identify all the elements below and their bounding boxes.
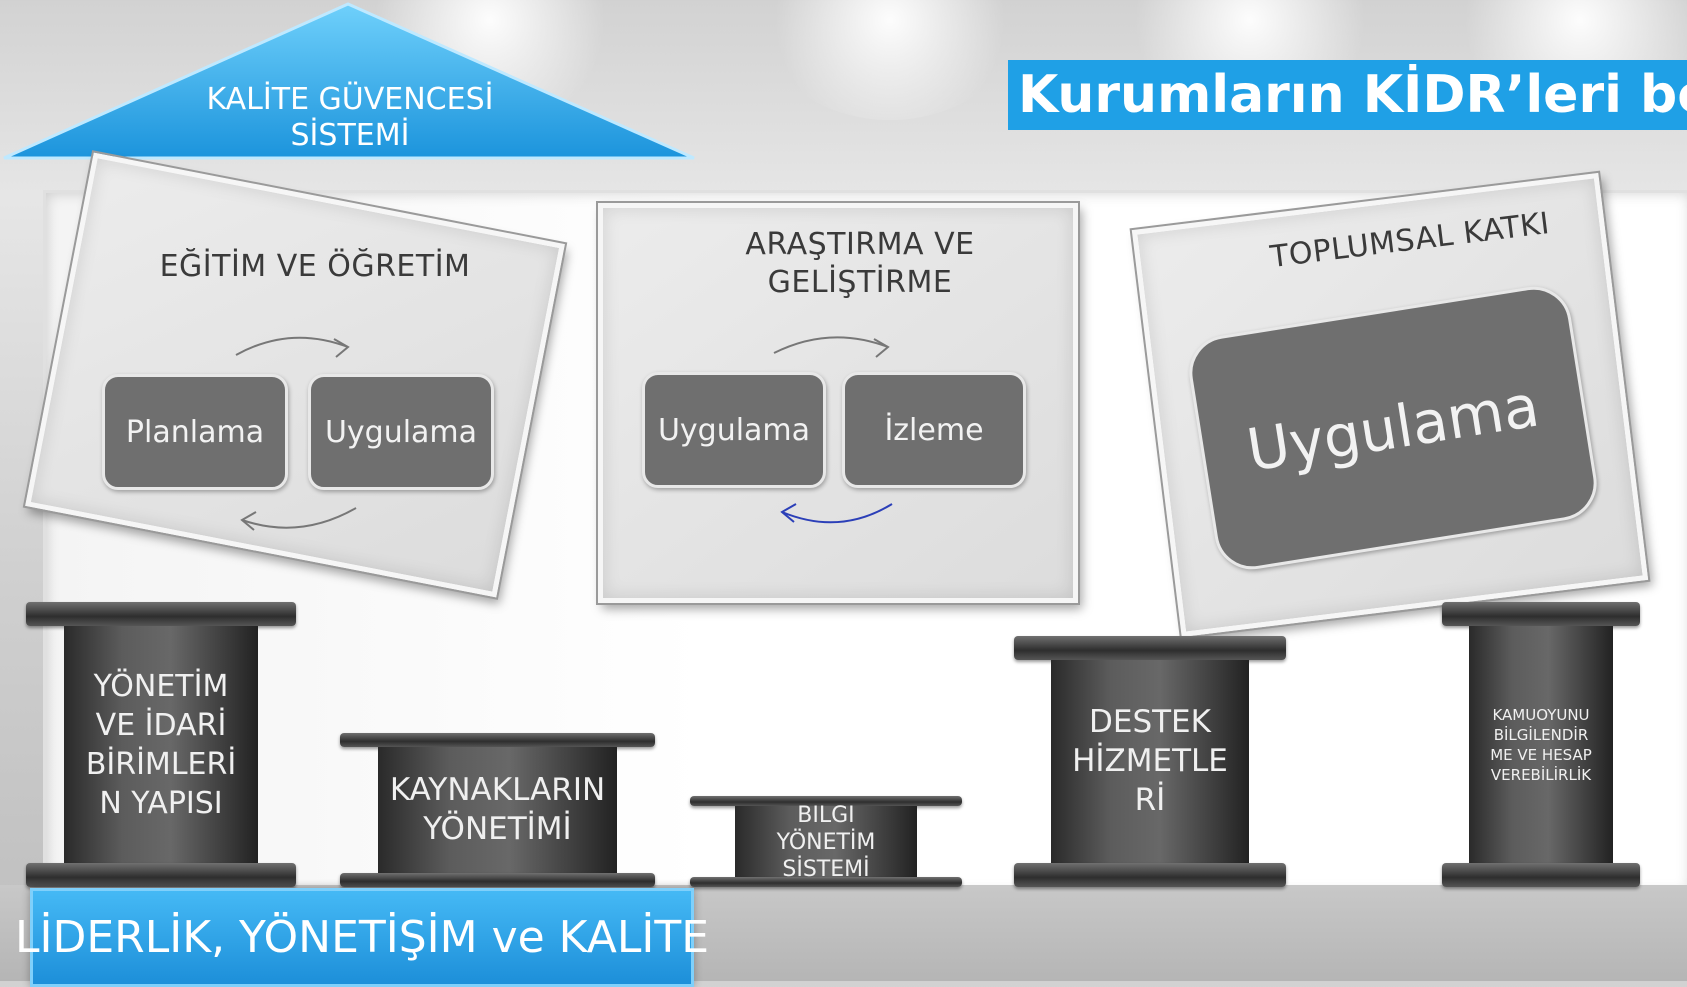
- pillar-resources: KAYNAKLARIN YÖNETİMİ: [340, 733, 655, 887]
- pillar-label: N YAPISI: [99, 785, 223, 821]
- pillar-label: YÖNETİM: [776, 830, 876, 855]
- pillar-accountability: KAMUOYUNU BİLGİLENDİR ME VE HESAP VEREBİ…: [1442, 602, 1640, 887]
- page-heading: Kurumların KİDR’leri böy: [1008, 60, 1687, 130]
- roof-title-line1: KALİTE GÜVENCESİ: [206, 82, 494, 117]
- pillar-label: VE İDARİ: [95, 707, 227, 743]
- pillar-base-cap: [340, 873, 655, 887]
- pillar-label: Rİ: [1134, 782, 1166, 818]
- research-title-line1: ARAŞTIRMA VE: [745, 227, 975, 262]
- pillar-base-cap: [690, 877, 962, 887]
- pillar-shaft: BILGI YÖNETİM SİSTEMİ: [735, 803, 917, 882]
- pillar-label: YÖNETİMİ: [423, 811, 572, 847]
- pillar-label: KAYNAKLARIN: [389, 772, 606, 808]
- implementation-box: Uygulama: [308, 374, 494, 490]
- pillar-base-cap: [1442, 863, 1640, 887]
- pillar-label: KAMUOYUNU: [1492, 705, 1590, 724]
- pillar-base-cap: [1014, 863, 1286, 887]
- cycle-arrow-top-icon: [235, 336, 350, 358]
- cycle-arrow-top-icon: [773, 336, 890, 358]
- education-title: EĞİTİM VE ÖĞRETİM: [159, 249, 471, 284]
- research-title-line2: GELİŞTİRME: [767, 265, 953, 300]
- pillar-top-cap: [26, 602, 296, 626]
- pillar-management: YÖNETİM VE İDARİ BİRİMLERİ N YAPISI: [26, 602, 296, 887]
- pillar-information: BILGI YÖNETİM SİSTEMİ: [690, 796, 962, 887]
- spotlight: [760, 0, 1020, 120]
- research-title: ARAŞTIRMA VE GELİŞTİRME: [700, 226, 1020, 302]
- foundation-banner: LİDERLİK, YÖNETİŞİM ve KALİTE: [15, 888, 709, 987]
- roof-title-line2: SİSTEMİ: [290, 118, 410, 153]
- pillar-label: YÖNETİM: [93, 668, 229, 704]
- pillar-shaft: KAMUOYUNU BİLGİLENDİR ME VE HESAP VEREBİ…: [1469, 626, 1613, 863]
- pillar-label: DESTEK: [1088, 704, 1211, 740]
- cycle-arrow-bottom-icon: [240, 507, 357, 531]
- pillar-label: BİLGİLENDİR: [1493, 725, 1589, 744]
- monitoring-box: İzleme: [842, 372, 1026, 488]
- pillar-label: HİZMETLE: [1072, 743, 1228, 779]
- roof-title: KALİTE GÜVENCESİ SİSTEMİ: [150, 82, 550, 154]
- pillar-label: VEREBİLİRLİK: [1490, 765, 1592, 784]
- pillar-label: BİRİMLERİ: [85, 746, 237, 782]
- pillar-top-cap: [1442, 602, 1640, 626]
- pillar-top-cap: [690, 796, 962, 806]
- roof: [3, 2, 695, 160]
- cycle-arrow-bottom-icon: [780, 503, 893, 524]
- pillar-support: DESTEK HİZMETLE Rİ: [1014, 636, 1286, 887]
- planning-box: Planlama: [102, 374, 288, 490]
- pillar-shaft: YÖNETİM VE İDARİ BİRİMLERİ N YAPISI: [64, 626, 258, 863]
- pillar-label: ME VE HESAP: [1490, 745, 1592, 764]
- implementation-box: Uygulama: [642, 372, 826, 488]
- pillar-shaft: KAYNAKLARIN YÖNETİMİ: [378, 747, 617, 873]
- pillar-base-cap: [26, 863, 296, 887]
- pillar-top-cap: [1014, 636, 1286, 660]
- pillar-shaft: DESTEK HİZMETLE Rİ: [1051, 660, 1249, 863]
- pillar-label: BILGI: [797, 803, 855, 828]
- pillar-top-cap: [340, 733, 655, 747]
